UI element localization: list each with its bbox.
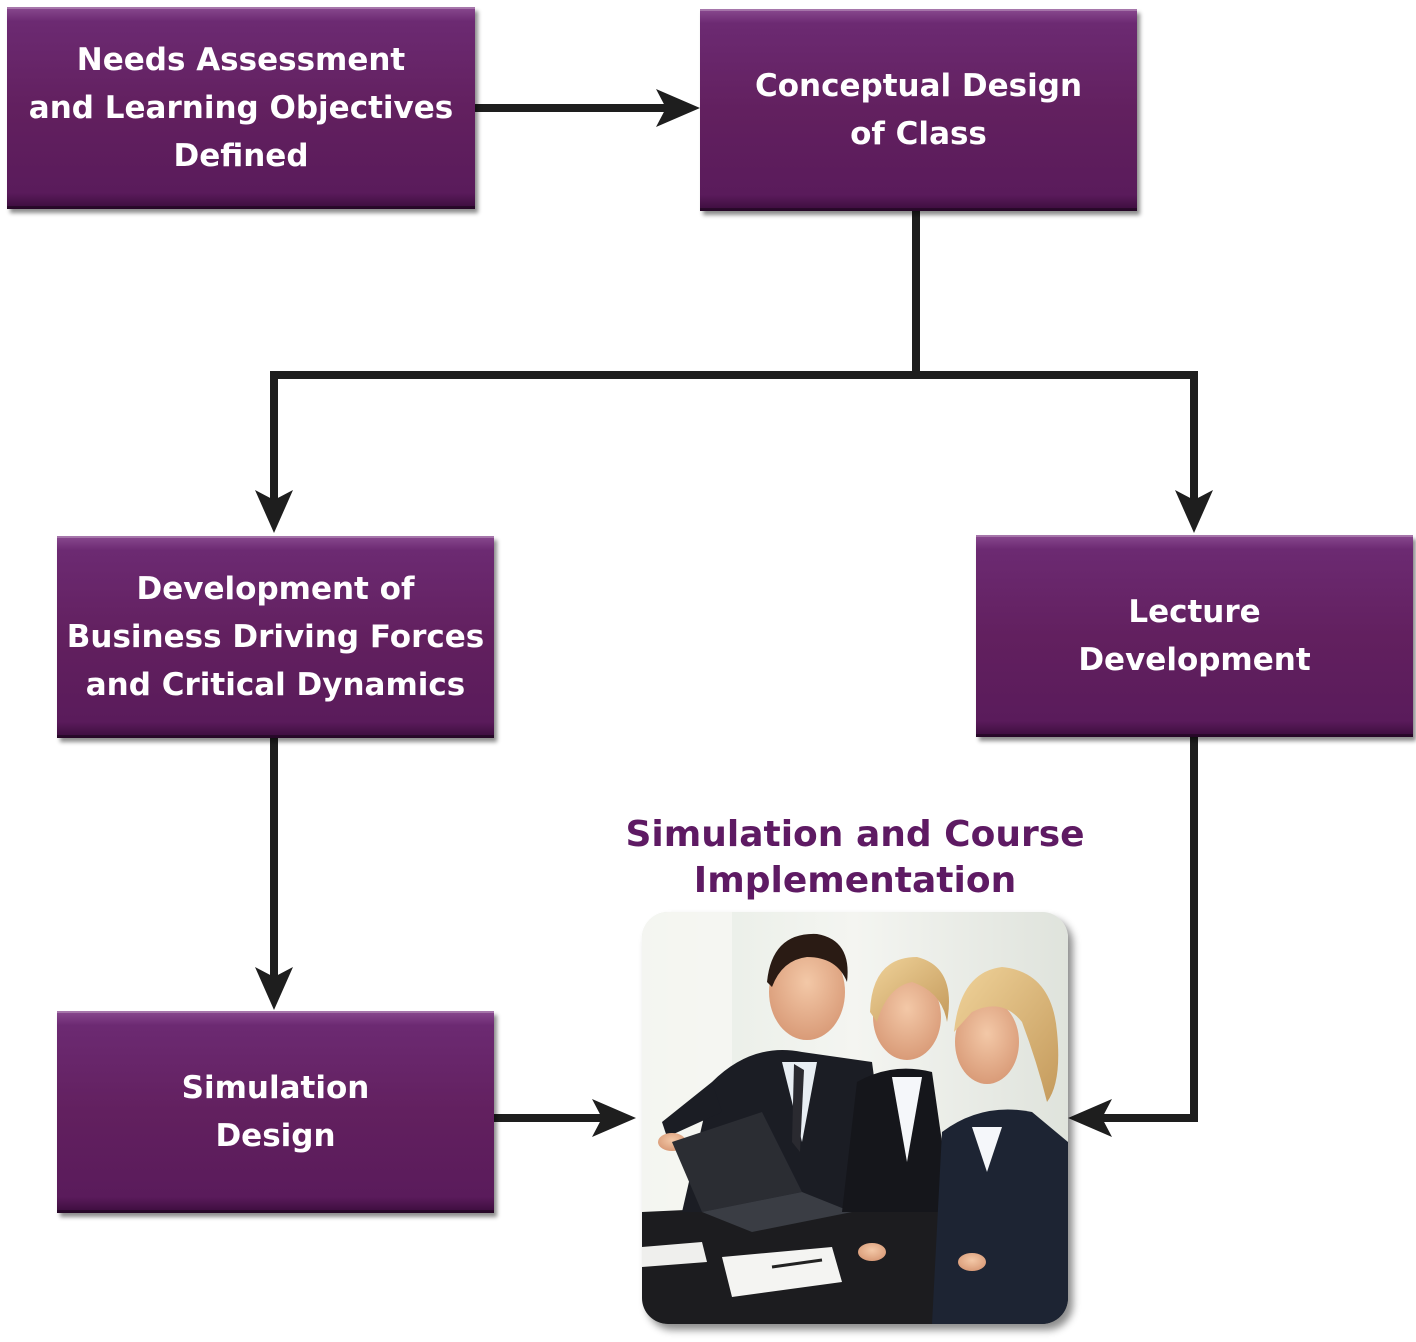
conceptual-design-label: Conceptual Design of Class (754, 68, 1083, 152)
lecture-development-box: Lecture Development (976, 535, 1413, 737)
lecture-development-label: Lecture Development (1078, 594, 1311, 678)
needs-assessment-label: Needs Assessment and Learning Objectives… (28, 42, 454, 174)
needs-assessment-box: Needs Assessment and Learning Objectives… (7, 7, 475, 209)
business-forces-label: Development of Business Driving Forces a… (66, 571, 485, 703)
arrow-concept-to-lecture (916, 371, 1198, 505)
arrowhead-concept (656, 89, 700, 127)
arrowhead-business (255, 490, 293, 533)
arrowhead-simdesign (255, 967, 293, 1010)
meeting-illustration (642, 912, 1068, 1324)
simulation-design-box: Simulation Design (57, 1011, 494, 1213)
arrowhead-implementation-right (1068, 1099, 1112, 1137)
arrowhead-implementation-left (592, 1099, 636, 1137)
simulation-design-label: Simulation Design (181, 1070, 370, 1154)
implementation-title: Simulation and Course Implementation (625, 814, 1085, 901)
arrow-lecture-to-implementation (1100, 737, 1198, 1122)
arrowhead-lecture (1175, 490, 1213, 533)
business-meeting-photo (642, 912, 1068, 1324)
conceptual-design-box: Conceptual Design of Class (700, 9, 1137, 211)
business-forces-box: Development of Business Driving Forces a… (57, 536, 494, 738)
arrow-concept-to-business (270, 371, 916, 505)
